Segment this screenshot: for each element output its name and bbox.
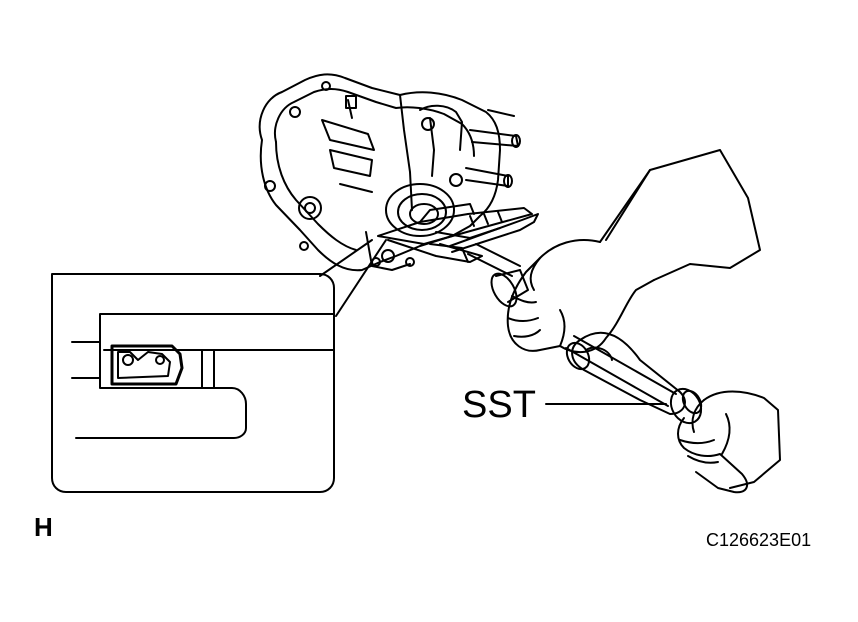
oil-seal-detail	[71, 313, 335, 439]
sst-puller-tool	[377, 203, 539, 308]
figure-id-label: C126623E01	[706, 530, 812, 550]
upper-hand	[506, 149, 761, 354]
lower-hand	[677, 390, 781, 494]
slide-hammer	[565, 331, 703, 425]
sst-label: SST	[462, 384, 536, 426]
detail-callout	[51, 239, 387, 493]
step-letter-label: H	[34, 512, 53, 542]
